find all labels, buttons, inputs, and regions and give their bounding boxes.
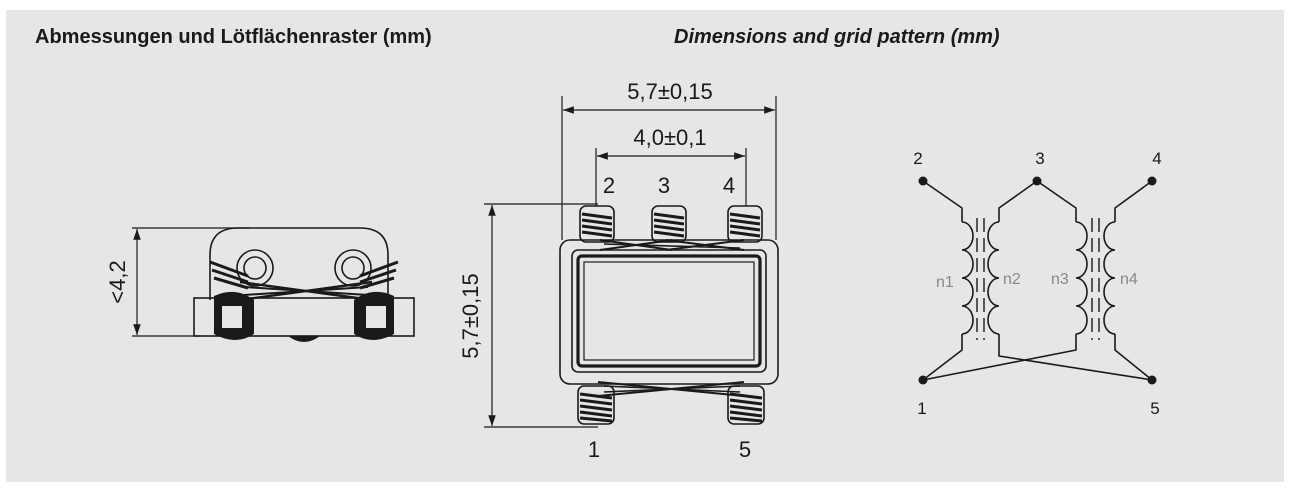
component-core-frame bbox=[576, 254, 762, 368]
side-left-hole bbox=[236, 249, 274, 287]
side-right-hole bbox=[334, 249, 372, 287]
schematic: 2 3 4 1 5 n1 bbox=[913, 149, 1161, 418]
top-crossing-wires bbox=[599, 239, 745, 251]
pin-label-1: 1 bbox=[588, 437, 600, 462]
winding-label-n4: n4 bbox=[1120, 271, 1138, 288]
bottom-crossing-wires bbox=[597, 381, 745, 397]
top-coil-posts bbox=[579, 205, 763, 243]
schematic-pin-label-5: 5 bbox=[1150, 399, 1159, 418]
side-right-hole-inner bbox=[341, 256, 365, 280]
schematic-coils bbox=[961, 221, 1116, 335]
component-body-inner bbox=[571, 249, 767, 373]
pin-label-4: 4 bbox=[723, 173, 735, 198]
bottom-coil-posts bbox=[577, 385, 765, 425]
pin-label-5: 5 bbox=[739, 437, 751, 462]
side-solder-pads bbox=[214, 291, 394, 342]
side-view: <4,2 bbox=[105, 227, 415, 342]
pin-label-2: 2 bbox=[603, 173, 615, 198]
schematic-wires bbox=[922, 180, 1153, 381]
pin-label-3: 3 bbox=[658, 173, 670, 198]
side-winding-wires bbox=[209, 260, 399, 302]
title-german: Abmessungen und Lötflächenraster (mm) bbox=[35, 26, 432, 48]
side-core-outline bbox=[209, 227, 389, 300]
schematic-pin-label-2: 2 bbox=[913, 149, 922, 168]
side-left-hole-inner bbox=[243, 256, 267, 280]
top-width-inner-label: 4,0±0,1 bbox=[633, 125, 706, 150]
winding-label-n2: n2 bbox=[1003, 271, 1021, 288]
title-english: Dimensions and grid pattern (mm) bbox=[674, 26, 1000, 48]
winding-label-n3: n3 bbox=[1051, 271, 1069, 288]
schematic-cores bbox=[976, 218, 1100, 340]
schematic-pin-label-4: 4 bbox=[1152, 149, 1161, 168]
winding-label-n1: n1 bbox=[936, 274, 954, 291]
side-height-label: <4,2 bbox=[105, 260, 130, 303]
schematic-pin-label-3: 3 bbox=[1035, 149, 1044, 168]
top-width-outer-label: 5,7±0,15 bbox=[627, 79, 712, 104]
schematic-pin-label-1: 1 bbox=[917, 399, 926, 418]
component-core-window bbox=[583, 261, 755, 361]
top-height-label: 5,7±0,15 bbox=[458, 273, 483, 358]
top-view: 5,7±0,15 4,0±0,1 5,7±0,15 2 3 4 1 5 bbox=[458, 79, 779, 462]
